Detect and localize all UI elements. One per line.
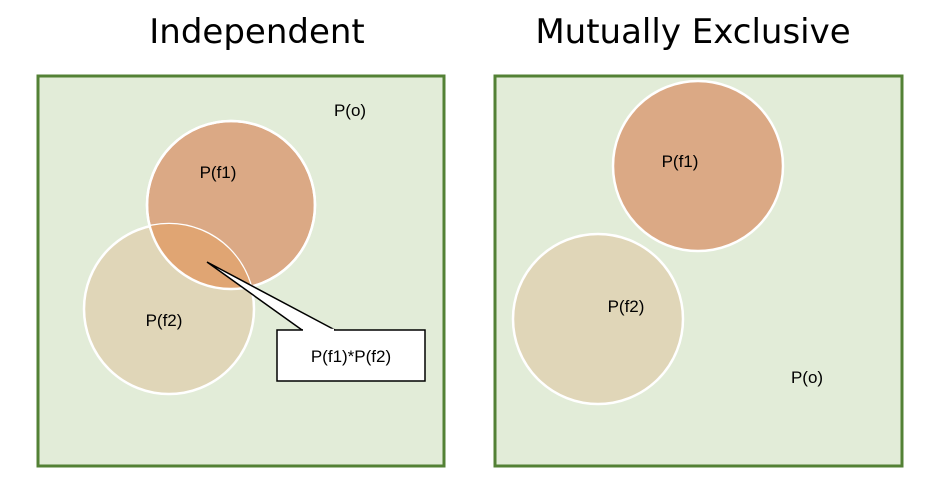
callout-box <box>276 329 426 382</box>
independent-panel: P(o) P(f1) P(f2) P(f1)*P(f2) <box>36 74 446 468</box>
mutually-exclusive-f1-circle <box>611 79 785 253</box>
mutually-exclusive-f2-circle <box>511 232 685 406</box>
intersection-callout: P(f1)*P(f2) <box>206 261 426 382</box>
mutually-exclusive-f1-label: P(f1) <box>662 152 699 171</box>
mutually-exclusive-title: Mutually Exclusive <box>535 12 851 52</box>
independent-overlap-region <box>147 224 254 289</box>
independent-outcome-label: P(o) <box>334 101 366 120</box>
independent-title: Independent <box>149 12 365 52</box>
independent-f2-label: P(f2) <box>146 311 183 330</box>
mutually-exclusive-f2-label: P(f2) <box>608 297 645 316</box>
mutually-exclusive-panel: P(f1) P(f2) P(o) <box>493 74 904 468</box>
independent-f1-label: P(f1) <box>200 163 237 182</box>
mutually-exclusive-outcome-label: P(o) <box>791 368 823 387</box>
independent-f1-outline <box>145 119 317 291</box>
intersection-label: P(f1)*P(f2) <box>311 347 391 366</box>
